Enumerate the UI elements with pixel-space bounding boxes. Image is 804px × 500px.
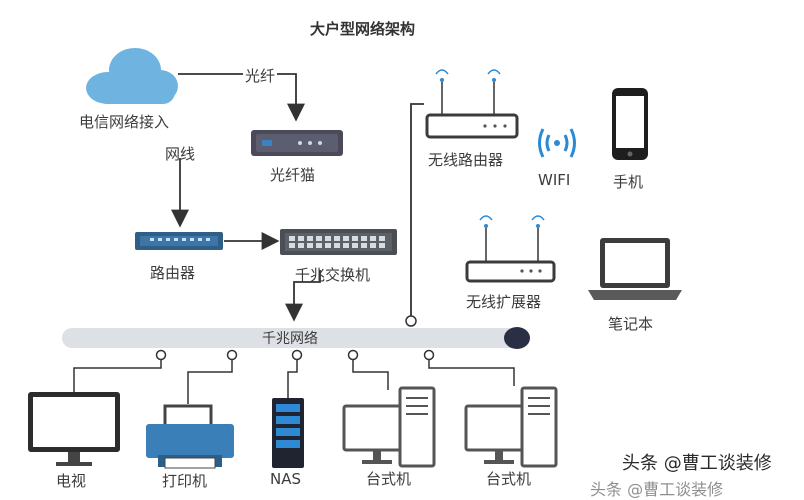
fiber-link bbox=[178, 73, 305, 122]
label-desktop-1: 台式机 bbox=[366, 470, 412, 488]
label-desktop-2: 台式机 bbox=[486, 470, 532, 488]
router-icon bbox=[135, 232, 223, 250]
network-diagram bbox=[28, 48, 682, 469]
diagram-title: 大户型网络架构 bbox=[310, 20, 416, 38]
label-wifi: WIFI bbox=[538, 171, 571, 189]
label-phone: 手机 bbox=[613, 173, 644, 191]
wifi-icon bbox=[538, 128, 576, 158]
bus-wireless-link bbox=[410, 103, 424, 320]
label-extender: 无线扩展器 bbox=[466, 293, 542, 311]
switch-icon bbox=[280, 229, 397, 255]
desktop-1-icon bbox=[342, 386, 436, 468]
device-drops bbox=[73, 355, 515, 404]
watermark: 头条 @曹工谈装修 bbox=[622, 453, 772, 474]
watermark-secondary: 头条 @曹工谈装修 bbox=[590, 480, 724, 499]
laptop-icon bbox=[588, 238, 682, 300]
label-bus: 千兆网络 bbox=[262, 331, 318, 347]
label-nas: NAS bbox=[270, 470, 302, 488]
edge-label-cable: 网线 bbox=[165, 145, 196, 163]
label-wireless-router: 无线路由器 bbox=[428, 151, 504, 169]
nas-icon bbox=[272, 398, 304, 468]
label-tv: 电视 bbox=[56, 472, 87, 490]
phone-icon bbox=[612, 88, 648, 160]
extender-icon bbox=[465, 215, 556, 283]
switch-bus-link bbox=[285, 270, 321, 322]
label-switch: 千兆交换机 bbox=[295, 266, 371, 284]
edge-label-fiber: 光纤 bbox=[243, 65, 278, 86]
cloud-icon bbox=[86, 48, 178, 104]
label-laptop: 笔记本 bbox=[608, 315, 654, 333]
label-modem: 光纤猫 bbox=[270, 166, 316, 184]
label-cloud: 电信网络接入 bbox=[79, 113, 170, 131]
gigabit-bus bbox=[62, 327, 530, 349]
label-printer: 打印机 bbox=[162, 472, 208, 490]
printer-icon bbox=[146, 404, 234, 469]
label-router: 路由器 bbox=[150, 264, 196, 282]
wireless-router-icon bbox=[425, 69, 519, 139]
tv-icon bbox=[28, 392, 120, 466]
modem-icon bbox=[251, 130, 343, 156]
desktop-2-icon bbox=[464, 386, 558, 468]
